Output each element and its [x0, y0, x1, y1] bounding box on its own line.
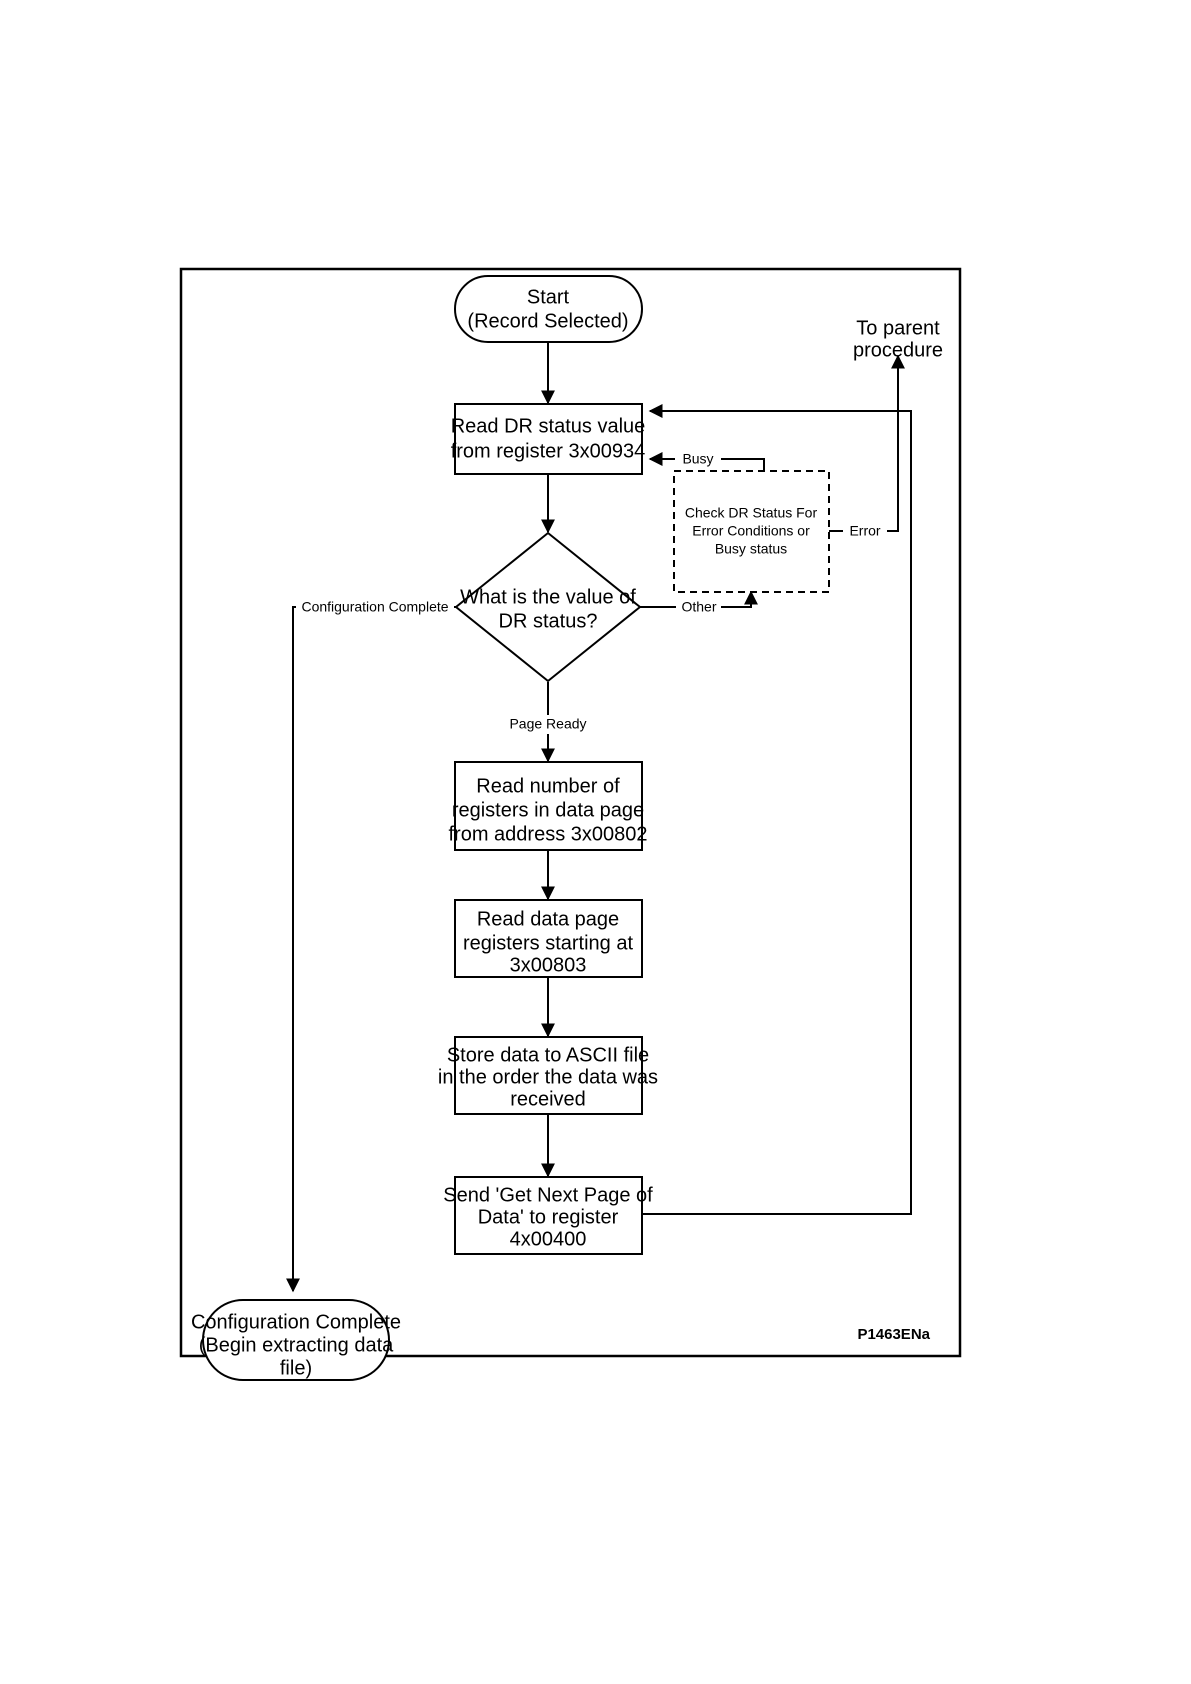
- edge-label-error: Error: [843, 522, 887, 541]
- busy-text: Busy: [682, 451, 713, 467]
- edge-label-page-ready: Page Ready: [500, 715, 596, 734]
- page-ready-text: Page Ready: [509, 716, 586, 732]
- check-dr-status-label-line-3: Busy status: [715, 541, 787, 557]
- send-next-page-label-line-1: Send 'Get Next Page of: [443, 1184, 653, 1206]
- edge-label-busy: Busy: [675, 450, 721, 469]
- read-dr-status-label-line-1: Read DR status value: [451, 415, 646, 437]
- read-data-page-label-line-2: registers starting at: [463, 932, 634, 954]
- edge-label-configuration-complete: Configuration Complete: [296, 598, 454, 617]
- node-read-dr-status[interactable]: Read DR status value from register 3x009…: [451, 403, 646, 475]
- end-label-line-3: file): [280, 1357, 312, 1379]
- read-data-page-shape: [454, 899, 643, 978]
- store-data-label-line-2: in the order the data was: [438, 1066, 658, 1088]
- read-data-page-label-line-1: Read data page: [477, 908, 619, 930]
- connector-send-next-to-read-status: [641, 404, 912, 1215]
- to-parent-line-2: procedure: [853, 339, 943, 361]
- end-shape: [202, 1299, 390, 1381]
- read-register-count-label-line-2: registers in data page: [452, 799, 644, 821]
- node-read-data-page[interactable]: Read data page registers starting at 3x0…: [454, 899, 643, 978]
- start-label-line-2: (Record Selected): [467, 310, 628, 332]
- store-data-label-line-1: Store data to ASCII file: [447, 1044, 649, 1066]
- connector-error-to-parent: [829, 354, 905, 532]
- node-end-configuration-complete[interactable]: Configuration Complete (Begin extracting…: [191, 1299, 401, 1381]
- send-next-page-shape: [454, 1176, 643, 1255]
- configuration-complete-text: Configuration Complete: [301, 599, 448, 615]
- node-store-data[interactable]: Store data to ASCII file in the order th…: [438, 1036, 658, 1115]
- start-label-line-1: Start: [527, 286, 570, 308]
- read-data-page-label-line-3: 3x00803: [510, 954, 587, 976]
- start-shape: [454, 275, 643, 343]
- node-decision-dr-status[interactable]: What is the value of DR status?: [454, 531, 642, 683]
- to-parent-line-1: To parent: [856, 317, 940, 339]
- send-next-page-label-line-2: Data' to register: [478, 1206, 619, 1228]
- decision-shape: [454, 531, 642, 683]
- decision-label-line-2: DR status?: [499, 610, 598, 632]
- end-label-line-1: Configuration Complete: [191, 1311, 401, 1333]
- figure-id-label: P1463ENa: [857, 1326, 930, 1343]
- check-dr-status-label-line-2: Error Conditions or: [692, 523, 810, 539]
- read-dr-status-shape: [454, 403, 643, 475]
- node-read-register-count[interactable]: Read number of registers in data page fr…: [448, 761, 648, 851]
- node-send-next-page[interactable]: Send 'Get Next Page of Data' to register…: [443, 1176, 653, 1255]
- check-dr-status-label-line-1: Check DR Status For: [685, 505, 818, 521]
- store-data-label-line-3: received: [510, 1088, 586, 1110]
- read-dr-status-label-line-2: from register 3x00934: [451, 440, 646, 462]
- read-register-count-shape: [454, 761, 643, 851]
- figure-border: [179, 267, 962, 1358]
- other-text: Other: [681, 599, 716, 615]
- connector-configuration-complete-to-end: [286, 606, 456, 1293]
- decision-label-line-1: What is the value of: [460, 586, 636, 608]
- read-register-count-label-line-1: Read number of: [476, 775, 620, 797]
- read-register-count-label-line-3: from address 3x00802: [448, 823, 647, 845]
- error-text: Error: [849, 523, 880, 539]
- node-start[interactable]: Start (Record Selected): [454, 275, 643, 343]
- store-data-shape: [454, 1036, 643, 1115]
- edge-label-other: Other: [676, 598, 721, 617]
- check-dr-status-shape: [673, 470, 830, 593]
- end-label-line-2: (Begin extracting data: [199, 1334, 394, 1356]
- node-check-dr-status[interactable]: Check DR Status For Error Conditions or …: [673, 470, 830, 593]
- send-next-page-label-line-3: 4x00400: [510, 1228, 587, 1250]
- annotation-to-parent-procedure: To parent procedure: [853, 317, 943, 361]
